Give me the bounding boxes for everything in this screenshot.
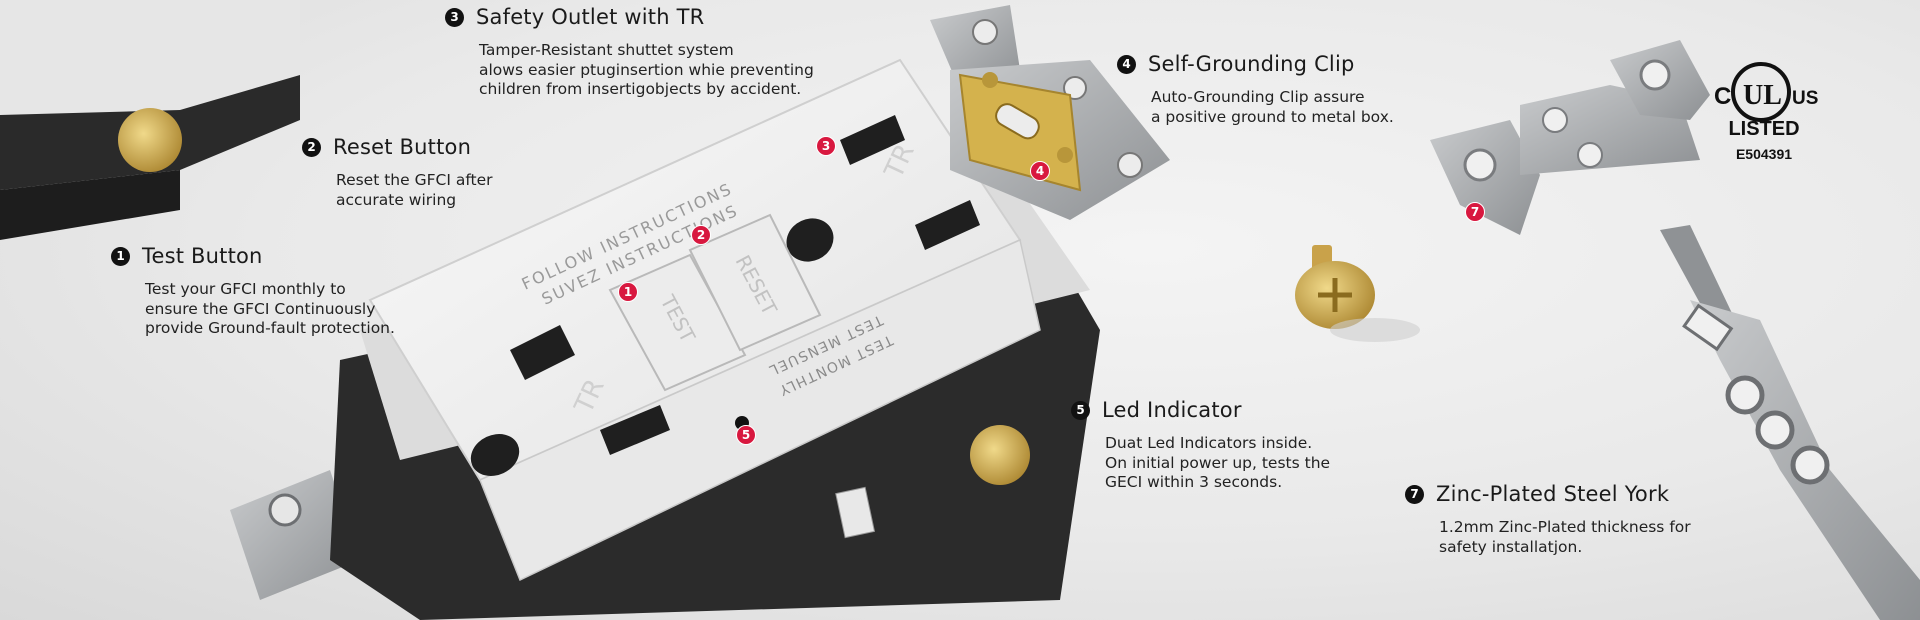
loose-screw [1295,245,1420,342]
ul-certification-mark: C UL US [1714,62,1818,122]
reset-button[interactable] [688,213,822,352]
feature-title: Led Indicator [1102,398,1242,422]
feature-zinc-plated-yoke: 7 Zinc-Plated Steel York 1.2mm Zinc-Plat… [1405,482,1691,557]
ul-c-label: C [1714,83,1731,110]
feature-self-grounding-clip: 4 Self-Grounding Clip Auto-Grounding Cli… [1117,52,1394,127]
feature-number-badge: 1 [111,246,130,266]
marker-3: 3 [816,136,836,156]
background-terminal-screw [118,108,182,172]
ul-listed-label: LISTED [1728,118,1800,140]
feature-title: Test Button [142,244,263,268]
feature-title: Safety Outlet with TR [476,5,705,29]
slot-lower-left [510,325,575,380]
feature-title: Zinc-Plated Steel York [1436,482,1670,506]
marker-2: 2 [691,225,711,245]
ul-listing-number: E504391 [1735,146,1793,162]
feature-led-indicator: 5 Led Indicator Duat Led Indicators insi… [1071,398,1330,493]
feature-safety-outlet: 3 Safety Outlet with TR Tamper-Resistant… [445,5,814,100]
ul-us-label: US [1792,88,1818,109]
outlet-side-wall [479,238,1041,582]
background-outlet [0,0,300,240]
feature-title: Self-Grounding Clip [1148,52,1355,76]
feature-number-badge: 4 [1117,54,1136,74]
feature-description: Duat Led Indicators inside. On initial p… [1105,434,1331,491]
self-grounding-clip [930,5,1170,220]
feature-description: Reset the GFCI after accurate wiring [336,171,493,209]
gfci-outlet [230,58,1100,620]
feature-description: Auto-Grounding Clip assure a positive gr… [1151,88,1394,126]
terminal-screw [970,425,1030,485]
ul-label: UL [1743,80,1782,111]
feature-number-badge: 2 [302,137,321,157]
slot-upper-left [840,115,905,165]
marker-4: 4 [1030,161,1050,181]
slot-upper-right [915,200,980,250]
marker-1: 1 [618,282,638,302]
feature-description: 1.2mm Zinc-Plated thickness for safety i… [1439,518,1691,556]
steel-yoke [1430,40,1920,620]
feature-number-badge: 3 [445,7,464,27]
feature-reset-button: 2 Reset Button Reset the GFCI after accu… [302,135,493,210]
feature-description: Tamper-Resistant shuttet system alows ea… [479,41,814,98]
ground-hole-lower [470,434,520,476]
left-mounting-strap [230,470,360,600]
feature-description: Test your GFCI monthly to ensure the GFC… [145,280,395,337]
marker-5: 5 [736,425,756,445]
slot-lower-right [600,405,670,455]
feature-number-badge: 5 [1071,400,1090,420]
feature-number-badge: 7 [1405,484,1424,504]
test-button[interactable] [608,253,747,392]
marker-7: 7 [1465,202,1485,222]
ground-hole-upper [786,218,834,262]
feature-title: Reset Button [333,135,472,159]
feature-test-button: 1 Test Button Test your GFCI monthly to … [111,244,395,339]
